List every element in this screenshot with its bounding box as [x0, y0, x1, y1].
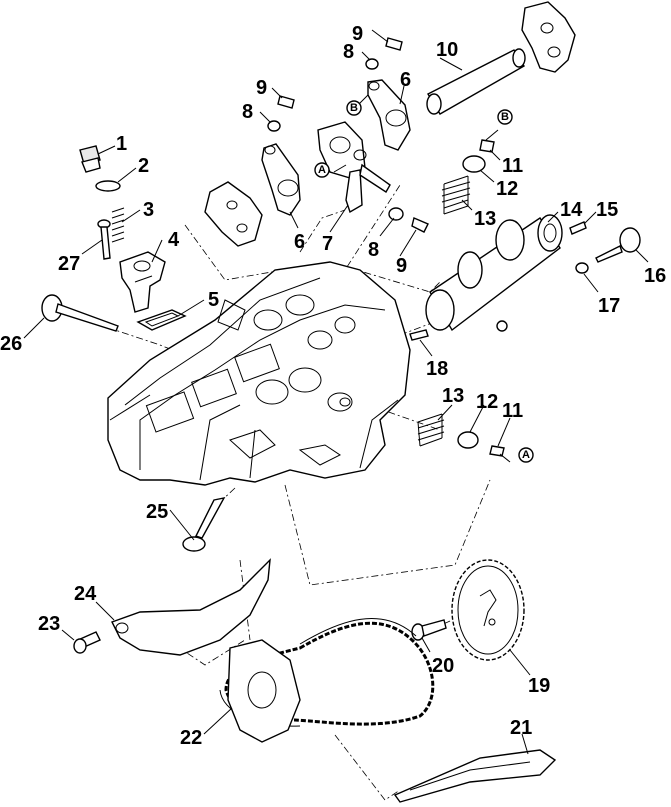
part-1-plug [79, 145, 101, 173]
callout-1: 1 [116, 133, 127, 155]
leader-lines [23, 29, 649, 755]
callout-8-left: 8 [242, 101, 253, 123]
part-13-valve-spring-top [441, 175, 471, 215]
part-19-cam-sprocket [451, 559, 525, 661]
part-12-spring-retainer-top [462, 155, 486, 173]
callout-19: 19 [528, 675, 550, 697]
part-14-camshaft [425, 214, 563, 332]
part-27-bolt [97, 219, 111, 260]
reference-mark-b-upper: B [346, 100, 362, 116]
part-4-chain-tensioner [119, 251, 166, 313]
part-20-sprocket-bolt [411, 619, 447, 641]
part-13-valve-spring-bottom [417, 413, 445, 447]
part-8-nut-top [365, 58, 379, 70]
part-8-nut-right [388, 207, 404, 221]
callout-12-top: 12 [496, 178, 518, 200]
callout-20: 20 [432, 655, 454, 677]
callout-15: 15 [596, 199, 618, 221]
callout-5: 5 [208, 289, 219, 311]
part-9-adjuster-screw-left [277, 95, 295, 109]
callout-21: 21 [510, 717, 532, 739]
part-3-spring [111, 207, 125, 243]
callout-3: 3 [143, 199, 154, 221]
callout-13-bottom: 13 [442, 385, 464, 407]
reference-mark-a-upper: A [314, 162, 330, 178]
callout-11-top: 11 [502, 155, 523, 177]
cylinder-head [107, 261, 411, 486]
callout-6-left: 6 [294, 231, 305, 253]
part-2-o-ring [95, 180, 121, 192]
callout-12-bottom: 12 [476, 391, 498, 413]
callout-9-right: 9 [396, 255, 407, 277]
callout-25: 25 [146, 501, 168, 523]
callout-8-top: 8 [343, 41, 354, 63]
callout-labels: 1 2 3 4 5 6 6 7 8 8 8 9 9 9 10 11 11 12 … [0, 23, 666, 749]
callout-6-top: 6 [400, 69, 411, 91]
part-23-pivot-bolt [73, 631, 101, 654]
part-11-valve-keeper-top [479, 139, 495, 153]
callout-26: 26 [0, 333, 22, 355]
part-10-rocker-shaft [426, 48, 526, 115]
callout-24: 24 [74, 583, 97, 605]
part-6-rocker-arm-left [261, 143, 301, 216]
svg-text:B: B [350, 102, 358, 114]
callout-9-left: 9 [256, 77, 267, 99]
svg-text:B: B [501, 111, 509, 123]
callout-4: 4 [168, 229, 180, 251]
svg-text:A: A [522, 449, 530, 461]
callout-16: 16 [644, 265, 666, 287]
part-9-adjuster-screw-top [385, 37, 403, 51]
callout-10: 10 [436, 39, 458, 61]
callout-8-right: 8 [368, 239, 379, 261]
callout-17: 17 [598, 295, 620, 317]
part-7-rocker-link [345, 163, 391, 214]
part-24-tensioner-blade [111, 558, 271, 656]
callout-18: 18 [426, 358, 448, 380]
callout-11-bottom: 11 [502, 400, 523, 422]
part-12-spring-retainer-bottom [457, 431, 479, 449]
part-17-nut [575, 262, 589, 274]
crankcase-fragment [227, 639, 301, 743]
part-5-gasket [136, 309, 187, 331]
reference-mark-a-lower: A [518, 447, 534, 463]
part-26-exhaust-valve [41, 294, 119, 332]
housing-fragment-left [204, 181, 263, 247]
callout-7: 7 [322, 233, 333, 255]
part-6-rocker-arm-top [367, 79, 411, 151]
callout-2: 2 [138, 155, 149, 177]
part-21-chain-guide [393, 749, 557, 803]
reference-mark-b-right: B [497, 109, 513, 125]
callout-14: 14 [560, 199, 583, 221]
svg-text:A: A [318, 164, 326, 176]
part-8-nut-left [267, 120, 281, 132]
callout-23: 23 [38, 613, 60, 635]
housing-fragment-top-right [521, 1, 576, 73]
part-18-dowel [409, 329, 429, 341]
callout-22: 22 [180, 727, 202, 749]
part-25-intake-valve [182, 497, 226, 552]
part-11-valve-keeper-bottom [489, 445, 505, 457]
part-16-cam-sensor [595, 227, 641, 263]
part-15-dowel-pin [569, 221, 587, 235]
part-9-adjuster-screw-right [411, 217, 429, 233]
callout-27: 27 [58, 253, 80, 275]
callout-9-top: 9 [352, 23, 363, 45]
callout-13-top: 13 [474, 208, 496, 230]
